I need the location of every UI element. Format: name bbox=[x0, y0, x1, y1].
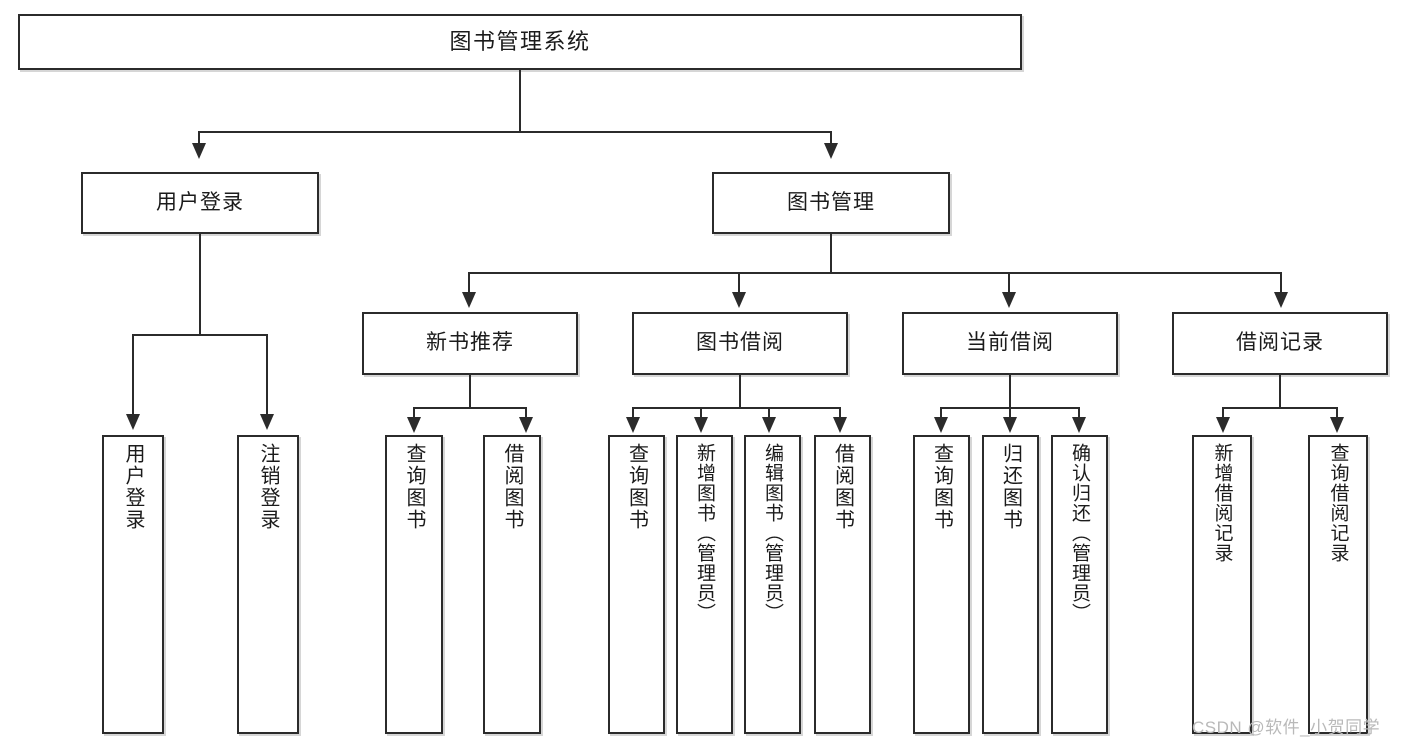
node-label: 查询图书 bbox=[930, 443, 953, 531]
node-book-borrow[interactable]: 图书借阅 bbox=[632, 312, 848, 375]
leaf-borrow-book-recommend[interactable]: 借阅图书 bbox=[483, 435, 541, 734]
node-label: 借阅图书 bbox=[501, 443, 523, 531]
connector-borrow-record-drop-2 bbox=[1336, 407, 1338, 419]
connector-current-borrow-drop-2 bbox=[1009, 407, 1011, 419]
connector-borrow-record-drop-1 bbox=[1222, 407, 1224, 419]
node-label: 编辑图书（管理员） bbox=[762, 443, 783, 623]
node-label: 图书管理系统 bbox=[449, 29, 591, 55]
connector-level2-drop-right bbox=[830, 131, 832, 145]
connector-level3-drop-4 bbox=[1280, 272, 1282, 294]
leaf-add-borrow-record[interactable]: 新增借阅记录 bbox=[1192, 435, 1252, 734]
node-label: 图书管理 bbox=[787, 190, 875, 214]
leaf-logout[interactable]: 注销登录 bbox=[237, 435, 299, 734]
connector-level2-drop-left bbox=[198, 131, 200, 145]
connector-book-borrow-drop-3 bbox=[768, 407, 770, 419]
leaf-query-book-recommend[interactable]: 查询图书 bbox=[385, 435, 443, 734]
leaf-query-book-borrow[interactable]: 查询图书 bbox=[608, 435, 665, 734]
node-label: 当前借阅 bbox=[966, 331, 1054, 355]
leaf-add-book-admin[interactable]: 新增图书（管理员） bbox=[676, 435, 733, 734]
arrow-to-leaf-query-borrow-record bbox=[1330, 417, 1344, 433]
connector-book-borrow-drop-4 bbox=[839, 407, 841, 419]
arrow-to-leaf-query-book-2 bbox=[626, 417, 640, 433]
leaf-edit-book-admin[interactable]: 编辑图书（管理员） bbox=[744, 435, 801, 734]
node-label: 新增借阅记录 bbox=[1211, 443, 1233, 563]
connector-book-management-stem bbox=[830, 234, 832, 273]
node-label: 查询借阅记录 bbox=[1327, 443, 1349, 563]
node-label: 借阅图书 bbox=[831, 443, 854, 531]
arrow-to-leaf-logout bbox=[260, 414, 274, 430]
node-label: 新增图书（管理员） bbox=[694, 443, 715, 623]
arrow-to-new-book-recommend bbox=[462, 292, 476, 308]
connector-user-login-drop-1 bbox=[132, 334, 134, 416]
arrow-to-leaf-edit-book bbox=[762, 417, 776, 433]
leaf-return-book[interactable]: 归还图书 bbox=[982, 435, 1039, 734]
connector-level3-drop-3 bbox=[1008, 272, 1010, 294]
node-label: 用户登录 bbox=[122, 443, 144, 531]
arrow-to-book-borrow bbox=[732, 292, 746, 308]
arrow-to-book-management bbox=[824, 143, 838, 159]
leaf-confirm-return-admin[interactable]: 确认归还（管理员） bbox=[1051, 435, 1108, 734]
node-new-book-recommend[interactable]: 新书推荐 bbox=[362, 312, 578, 375]
connector-user-login-drop-2 bbox=[266, 334, 268, 416]
node-user-login[interactable]: 用户登录 bbox=[81, 172, 319, 234]
arrow-to-borrow-record bbox=[1274, 292, 1288, 308]
connector-new-book-drop-1 bbox=[413, 407, 415, 419]
connector-new-book-drop-2 bbox=[525, 407, 527, 419]
node-label: 注销登录 bbox=[257, 443, 279, 531]
arrow-to-leaf-borrow-book-2 bbox=[833, 417, 847, 433]
connector-book-borrow-drop-2 bbox=[700, 407, 702, 419]
node-label: 确认归还（管理员） bbox=[1069, 443, 1090, 623]
connector-borrow-record-bus bbox=[1222, 407, 1338, 409]
arrow-to-leaf-query-book-3 bbox=[934, 417, 948, 433]
connector-user-login-bus bbox=[132, 334, 268, 336]
leaf-user-login[interactable]: 用户登录 bbox=[102, 435, 164, 734]
node-book-management[interactable]: 图书管理 bbox=[712, 172, 950, 234]
connector-current-borrow-stem bbox=[1009, 375, 1011, 408]
connector-level3-drop-1 bbox=[468, 272, 470, 294]
connector-new-book-stem bbox=[469, 375, 471, 408]
node-label: 查询图书 bbox=[403, 443, 425, 531]
node-label: 查询图书 bbox=[625, 443, 648, 531]
arrow-to-leaf-user-login bbox=[126, 414, 140, 430]
arrow-to-leaf-borrow-book-1 bbox=[519, 417, 533, 433]
leaf-query-borrow-record[interactable]: 查询借阅记录 bbox=[1308, 435, 1368, 734]
arrow-to-user-login bbox=[192, 143, 206, 159]
arrow-to-leaf-add-borrow-record bbox=[1216, 417, 1230, 433]
connector-book-borrow-drop-1 bbox=[632, 407, 634, 419]
leaf-borrow-book[interactable]: 借阅图书 bbox=[814, 435, 871, 734]
arrow-to-leaf-return-book bbox=[1003, 417, 1017, 433]
connector-current-borrow-drop-3 bbox=[1078, 407, 1080, 419]
connector-book-borrow-stem bbox=[739, 375, 741, 408]
connector-level3-drop-2 bbox=[738, 272, 740, 294]
node-root-library-management-system[interactable]: 图书管理系统 bbox=[18, 14, 1022, 70]
arrow-to-leaf-query-book-1 bbox=[407, 417, 421, 433]
arrow-to-current-borrow bbox=[1002, 292, 1016, 308]
node-label: 图书借阅 bbox=[696, 331, 784, 355]
node-label: 用户登录 bbox=[156, 190, 244, 214]
connector-root-stem bbox=[519, 70, 521, 132]
connector-user-login-stem bbox=[199, 234, 201, 335]
connector-current-borrow-drop-1 bbox=[940, 407, 942, 419]
connector-level2-bus bbox=[198, 131, 832, 133]
leaf-query-book-current[interactable]: 查询图书 bbox=[913, 435, 970, 734]
arrow-to-leaf-add-book bbox=[694, 417, 708, 433]
node-label: 新书推荐 bbox=[426, 331, 514, 355]
connector-borrow-record-stem bbox=[1279, 375, 1281, 408]
connector-new-book-bus bbox=[413, 407, 527, 409]
node-borrow-record[interactable]: 借阅记录 bbox=[1172, 312, 1388, 375]
arrow-to-leaf-confirm-return bbox=[1072, 417, 1086, 433]
connector-level3-bus bbox=[468, 272, 1282, 274]
node-label: 归还图书 bbox=[999, 443, 1022, 531]
node-label: 借阅记录 bbox=[1236, 331, 1324, 355]
node-current-borrow[interactable]: 当前借阅 bbox=[902, 312, 1118, 375]
connector-book-borrow-bus bbox=[632, 407, 841, 409]
